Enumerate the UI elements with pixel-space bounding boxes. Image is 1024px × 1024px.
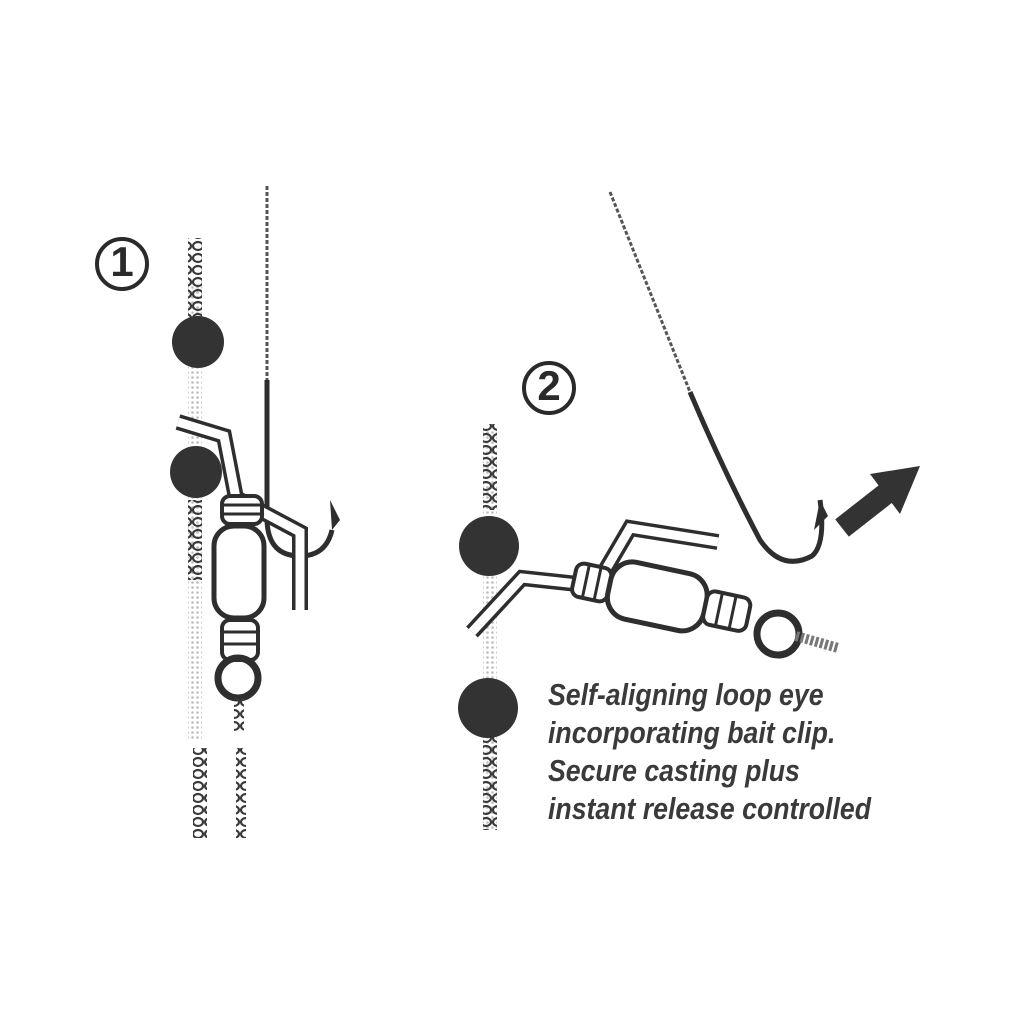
swivel-icon	[604, 559, 710, 634]
release-arrow-icon	[835, 466, 920, 537]
bead-icon	[459, 516, 519, 576]
step-number-2: 2	[521, 360, 577, 416]
swivel-coil	[220, 494, 264, 526]
main-line-chain	[193, 748, 207, 838]
swivel-icon	[211, 523, 267, 621]
step-number-1: 1	[94, 236, 150, 292]
caption-line: Secure casting plus	[548, 753, 800, 788]
swivel-coil	[220, 618, 260, 662]
step-circle-icon	[522, 361, 576, 415]
trace-line	[234, 698, 244, 732]
bead-icon	[458, 678, 518, 738]
swivel-coil	[701, 589, 753, 633]
hook-barb	[814, 500, 828, 530]
step-number-text: 2	[537, 362, 561, 409]
step-number-text: 1	[110, 238, 134, 285]
caption-line: incorporating bait clip.	[548, 715, 836, 750]
step-1-illustration	[170, 186, 340, 838]
swivel-eye	[214, 654, 262, 702]
caption-text: Self-aligning loop eye incorporating bai…	[548, 676, 926, 828]
main-line-chain	[483, 424, 497, 510]
main-line-chain	[188, 238, 202, 318]
hook-barb	[330, 500, 340, 530]
hook-line	[608, 191, 692, 393]
main-line-chain	[483, 730, 497, 830]
main-line-chain	[188, 500, 202, 580]
bead-icon	[172, 316, 224, 368]
fishing-hook-icon	[687, 391, 825, 564]
step-circle-icon	[95, 237, 149, 291]
caption-line: Self-aligning loop eye	[548, 677, 824, 712]
bead-icon	[170, 446, 222, 498]
trace-line	[236, 748, 246, 838]
caption-line: instant release controlled	[548, 791, 871, 826]
step-2-illustration	[458, 191, 920, 830]
swivel-eye	[753, 609, 803, 659]
trace-line	[794, 631, 840, 653]
